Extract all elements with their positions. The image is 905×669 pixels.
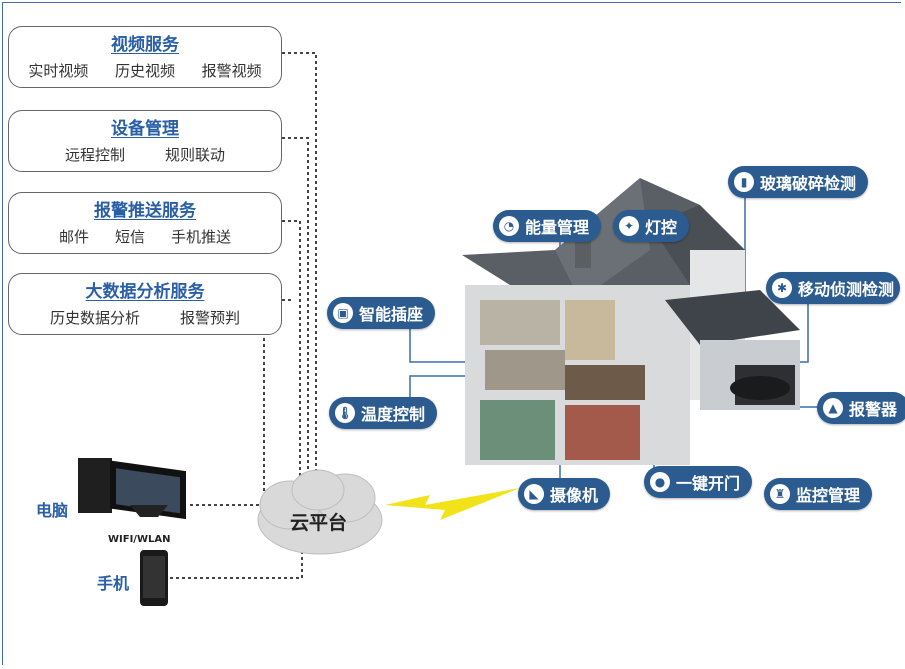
wifi-label: WIFI/WLAN: [108, 534, 171, 545]
service-title: 设备管理: [111, 119, 179, 139]
service-item: 报警视频: [201, 62, 262, 80]
service-title: 视频服务: [111, 35, 179, 55]
motion-icon: ✱: [772, 278, 792, 298]
service-item: 历史视频: [114, 62, 175, 80]
feature-label: 智能插座: [359, 305, 424, 324]
energy-icon: ◔: [499, 216, 519, 236]
feature-energy: ◔ 能量管理: [493, 210, 602, 242]
computer-drawing: [78, 458, 186, 520]
service-item: 远程控制: [64, 146, 125, 164]
cloud-shape: [257, 469, 383, 555]
service-box-bigdata: 大数据分析服务 历史数据分析 报警预判: [8, 273, 282, 335]
feature-alarm: ▲ 报警器: [817, 392, 905, 424]
guard-icon: ♜: [770, 484, 790, 504]
service-item: 实时视频: [28, 62, 89, 80]
feature-label: 移动侦测检测: [798, 280, 895, 299]
feature-label: 能量管理: [525, 218, 590, 237]
service-box-device: 设备管理 远程控制 规则联动: [8, 110, 282, 172]
service-box-alarm-push: 报警推送服务 邮件 短信 手机推送: [8, 192, 282, 254]
phone-label: 手机: [97, 574, 130, 593]
feature-door: ● 一键开门: [644, 466, 753, 498]
feature-label: 摄像机: [550, 486, 599, 505]
key-icon: ●: [650, 472, 670, 492]
computer-label: 电脑: [36, 501, 69, 520]
feature-label: 温度控制: [361, 405, 426, 424]
feature-label: 监控管理: [796, 486, 861, 505]
socket-icon: ▣: [333, 303, 353, 323]
service-item: 报警预判: [180, 309, 241, 327]
feature-camera: ◣ 摄像机: [518, 478, 611, 510]
feature-socket: ▣ 智能插座: [327, 297, 436, 329]
service-item: 手机推送: [171, 228, 232, 246]
service-box-video: 视频服务 实时视频 历史视频 报警视频: [8, 26, 282, 88]
service-item: 历史数据分析: [49, 309, 140, 327]
feature-label: 一键开门: [676, 474, 741, 493]
lightning-bolt: [385, 488, 520, 520]
service-item: 规则联动: [165, 146, 226, 164]
service-item: 短信: [114, 228, 145, 246]
feature-monitor: ♜ 监控管理: [764, 478, 873, 510]
service-title: 报警推送服务: [94, 201, 196, 221]
feature-temperature: 🌡 温度控制: [329, 397, 438, 429]
feature-label: 报警器: [849, 400, 898, 419]
glass-break-icon: ▮: [734, 172, 754, 192]
feature-label: 灯控: [645, 218, 678, 237]
service-item: 邮件: [58, 228, 89, 246]
feature-motion: ✱ 移动侦测检测: [766, 272, 900, 304]
service-title: 大数据分析服务: [85, 282, 205, 302]
siren-icon: ▲: [823, 398, 843, 418]
thermometer-icon: 🌡: [335, 403, 355, 423]
feature-light: ✦ 灯控: [613, 210, 690, 242]
feature-label: 玻璃破碎检测: [760, 174, 857, 193]
cloud-platform-label: 云平台: [290, 512, 348, 534]
bulb-icon: ✦: [619, 216, 639, 236]
feature-glass-break: ▮ 玻璃破碎检测: [728, 166, 869, 198]
camera-icon: ◣: [524, 484, 544, 504]
